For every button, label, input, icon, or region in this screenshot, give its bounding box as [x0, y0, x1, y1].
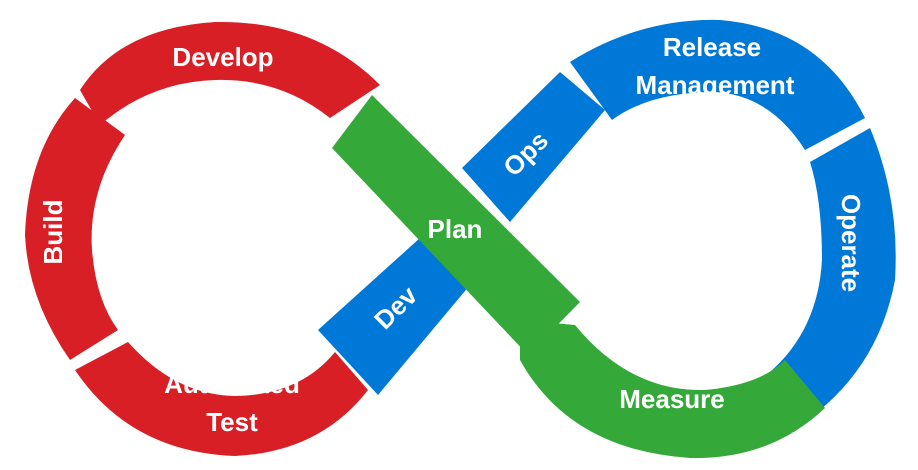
- right-loop: [318, 19, 896, 410]
- left-loop: [25, 21, 380, 456]
- segment-plan: [332, 95, 580, 355]
- segment-measure: [520, 320, 825, 459]
- label-build: Build: [38, 200, 68, 265]
- segment-build: [25, 98, 125, 360]
- label-management: Management: [636, 70, 795, 100]
- segment-develop: [80, 21, 380, 125]
- segment-dev: [318, 238, 470, 395]
- label-plan: Plan: [428, 214, 483, 244]
- label-operate: Operate: [836, 194, 866, 292]
- plan-measure-band: [332, 95, 825, 459]
- segment-operate: [770, 128, 896, 410]
- label-automated: Automated: [164, 369, 300, 399]
- segment-automated-test: [75, 342, 368, 456]
- label-measure: Measure: [619, 384, 725, 414]
- labels: Develop Build Automated Test Dev Plan Op…: [38, 32, 866, 437]
- label-develop: Develop: [172, 42, 273, 72]
- label-test: Test: [206, 407, 258, 437]
- segment-ops: [462, 72, 605, 222]
- label-release: Release: [663, 32, 761, 62]
- segment-release-management: [570, 19, 865, 151]
